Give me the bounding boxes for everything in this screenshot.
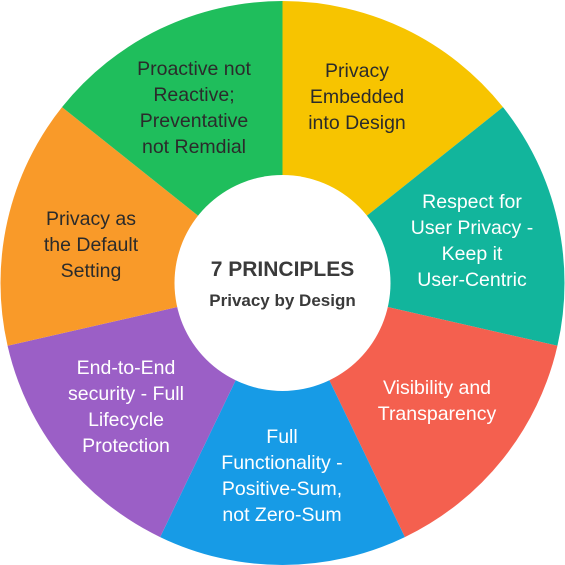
label-line: Visibility and (383, 377, 491, 399)
center-title: 7 PRINCIPLES (211, 258, 355, 281)
label-line: Privacy as (46, 208, 136, 230)
center-disc (174, 175, 391, 391)
label-line: into Design (308, 112, 406, 134)
label-line: Transparency (378, 403, 497, 425)
label-line: security - Full (68, 383, 184, 405)
label-line: End-to-End (77, 357, 176, 379)
label-line: Preventative (140, 110, 248, 132)
label-line: Embedded (310, 86, 404, 108)
label-line: Respect for (422, 191, 522, 213)
label-line: Protection (82, 435, 170, 457)
label-line: Reactive; (153, 84, 234, 106)
label-line: Setting (61, 260, 122, 282)
label-line: Full (266, 426, 297, 448)
label-line: Functionality - (221, 452, 342, 474)
label-line: User-Centric (417, 269, 527, 291)
label-line: Privacy (325, 60, 389, 82)
center-subtitle: Privacy by Design (209, 291, 355, 310)
label-line: Positive-Sum, (222, 478, 342, 500)
label-line: Proactive not (137, 58, 251, 80)
segment-full-functionality (160, 283, 405, 565)
label-line: User Privacy - (411, 217, 533, 239)
label-line: Keep it (442, 243, 503, 265)
label-line: Lifecycle (88, 409, 164, 431)
label-line: not Zero-Sum (222, 504, 341, 526)
label-line: not Remdial (142, 136, 246, 158)
label-line: the Default (44, 234, 139, 256)
